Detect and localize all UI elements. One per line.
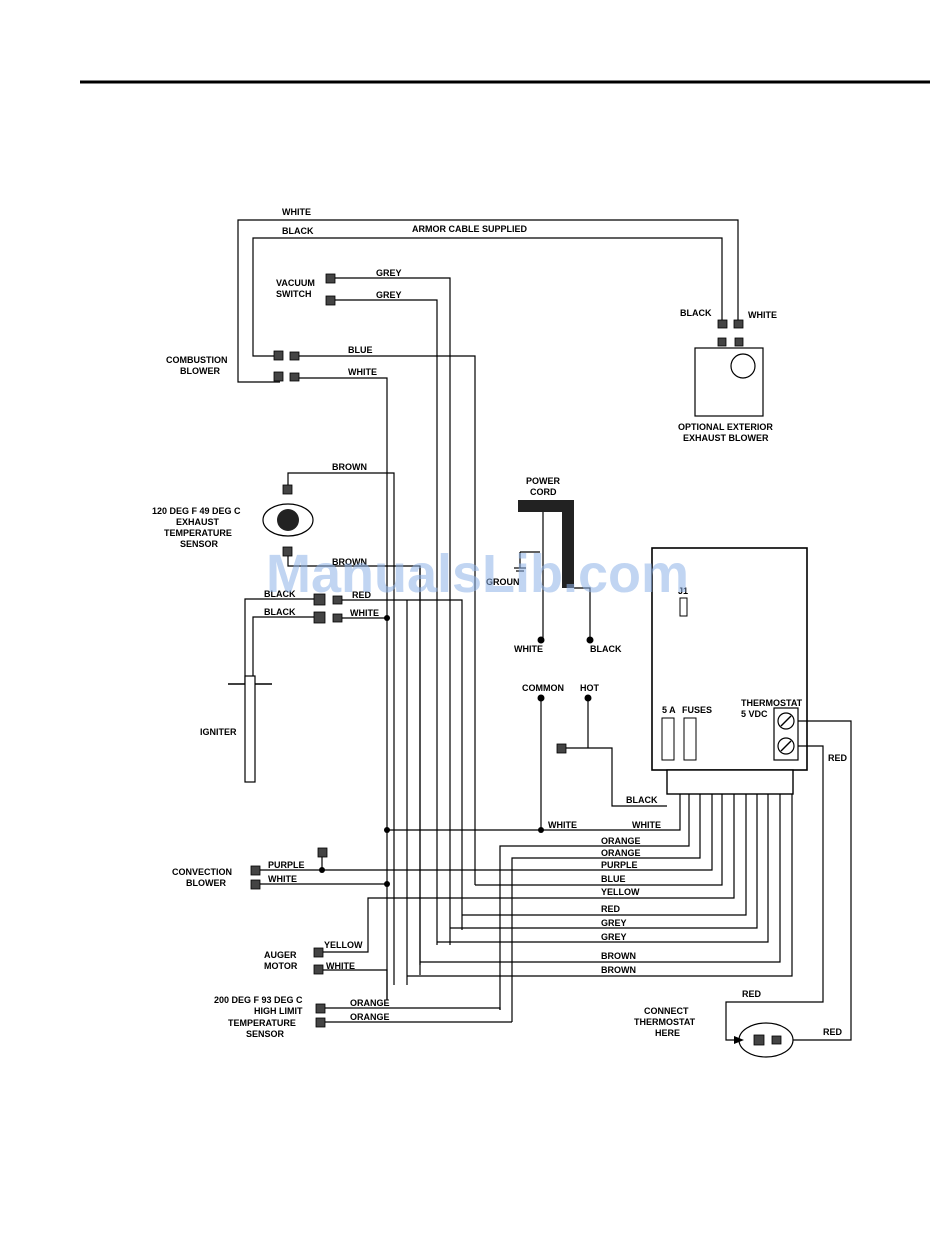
exhaust-sensor-label-4: SENSOR	[180, 539, 219, 549]
wire-label-white-opt: WHITE	[748, 310, 777, 320]
combustion-blower: BLUE WHITE COMBUSTION BLOWER	[166, 345, 476, 1000]
wire-label-purple: PURPLE	[268, 860, 305, 870]
bundle-label-4: YELLOW	[601, 887, 640, 897]
bundle-label-8: BROWN	[601, 951, 636, 961]
ground-label: GROUN	[486, 577, 520, 587]
connect-thermostat-label-3: HERE	[655, 1028, 680, 1038]
optional-blower-label-2: EXHAUST BLOWER	[683, 433, 769, 443]
wire-label-red-ign: RED	[352, 590, 372, 600]
optional-blower-label-1: OPTIONAL EXTERIOR	[678, 422, 773, 432]
wire-label-black-top: BLACK	[282, 226, 314, 236]
wire-label-red-t3: RED	[823, 1027, 843, 1037]
trunk-wires	[406, 566, 421, 985]
igniter-label: IGNITER	[200, 727, 237, 737]
watermark: ManualsLib.com	[266, 544, 689, 604]
wire-label-red-t1: RED	[828, 753, 848, 763]
common-hot: COMMON HOT BLACK	[522, 683, 667, 830]
wire-label-brown-2: BROWN	[332, 557, 367, 567]
harness-bundle: ORANGE ORANGE PURPLE BLUE YELLOW RED GRE…	[330, 794, 793, 1022]
wire-label-white-conv: WHITE	[268, 874, 297, 884]
thermostat-label-1: THERMOSTAT	[741, 698, 803, 708]
wire-label-white-top: WHITE	[282, 207, 311, 217]
wire-label-white-ign: WHITE	[350, 608, 379, 618]
high-limit-label-1: 200 DEG F 93 DEG C	[214, 995, 303, 1005]
j1-label: J1	[678, 586, 688, 596]
wire-label-grey-2: GREY	[376, 290, 402, 300]
combustion-blower-label-2: BLOWER	[180, 366, 220, 376]
optional-exhaust-blower: BLACK WHITE OPTIONAL EXTERIOR EXHAUST BL…	[678, 308, 777, 443]
wire-label-orange-1: ORANGE	[350, 998, 390, 1008]
combustion-blower-label-1: COMBUSTION	[166, 355, 228, 365]
auger-motor-label-2: MOTOR	[264, 961, 298, 971]
convection-blower-label-1: CONVECTION	[172, 867, 232, 877]
wire-label-yellow: YELLOW	[324, 940, 363, 950]
wire-label-white-auger: WHITE	[326, 961, 355, 971]
bundle-label-2: PURPLE	[601, 860, 638, 870]
power-cord-label-1: POWER	[526, 476, 561, 486]
high-limit-label-4: SENSOR	[246, 1029, 285, 1039]
hot-label: HOT	[580, 683, 600, 693]
exhaust-sensor-label-3: TEMPERATURE	[164, 528, 232, 538]
convection-blower-label-2: BLOWER	[186, 878, 226, 888]
wire-label-white-comb: WHITE	[348, 367, 377, 377]
exhaust-temperature-sensor: BROWN BROWN 120 DEG F 49 DEG C EXHAUST T…	[152, 462, 421, 985]
convection-blower: PURPLE WHITE CONVECTION BLOWER	[172, 847, 390, 890]
auger-motor: YELLOW WHITE AUGER MOTOR	[264, 940, 388, 1000]
wire-label-white-bus2: WHITE	[632, 820, 661, 830]
wire-label-white-cord: WHITE	[514, 644, 543, 654]
armor-cable-label: ARMOR CABLE SUPPLIED	[412, 224, 528, 234]
connect-thermostat-label-1: CONNECT	[644, 1006, 689, 1016]
wire-label-black-ign1: BLACK	[264, 589, 296, 599]
vacuum-switch: GREY GREY VACUUM SWITCH	[276, 268, 451, 945]
wire-label-grey-1: GREY	[376, 268, 402, 278]
vacuum-switch-label-2: SWITCH	[276, 289, 312, 299]
bundle-label-3: BLUE	[601, 874, 626, 884]
auger-motor-label-1: AUGER	[264, 950, 297, 960]
exhaust-sensor-label-2: EXHAUST	[176, 517, 220, 527]
bundle-label-5: RED	[601, 904, 621, 914]
control-board: J1 5 A FUSES THERMOSTAT 5 VDC	[651, 547, 808, 795]
high-limit-sensor: ORANGE ORANGE 200 DEG F 93 DEG C HIGH LI…	[214, 995, 512, 1039]
high-limit-label-2: HIGH LIMIT	[254, 1006, 303, 1016]
wire-label-black-ign2: BLACK	[264, 607, 296, 617]
bundle-label-0: ORANGE	[601, 836, 641, 846]
fuse-5a-label: 5 A	[662, 705, 676, 715]
wire-label-black-cord: BLACK	[590, 644, 622, 654]
wire-label-red-t2: RED	[742, 989, 762, 999]
igniter: BLACK BLACK RED WHITE IGNITER	[200, 589, 463, 930]
bundle-label-9: BROWN	[601, 965, 636, 975]
high-limit-label-3: TEMPERATURE	[228, 1018, 296, 1028]
armor-cable: WHITE BLACK ARMOR CABLE SUPPLIED	[237, 207, 739, 383]
bundle-label-7: GREY	[601, 932, 627, 942]
connect-thermostat-label-2: THERMOSTAT	[634, 1017, 696, 1027]
wire-label-blue: BLUE	[348, 345, 373, 355]
thermostat-label-2: 5 VDC	[741, 709, 768, 719]
wire-label-white-bus1: WHITE	[548, 820, 577, 830]
wire-label-black-board: BLACK	[626, 795, 658, 805]
power-cord-label-2: CORD	[530, 487, 557, 497]
bundle-label-6: GREY	[601, 918, 627, 928]
fuses-label: FUSES	[682, 705, 712, 715]
wire-label-orange-2: ORANGE	[350, 1012, 390, 1022]
exhaust-sensor-label-1: 120 DEG F 49 DEG C	[152, 506, 241, 516]
wire-label-brown-1: BROWN	[332, 462, 367, 472]
common-label: COMMON	[522, 683, 564, 693]
thermostat-connection: RED RED RED CONNECT THERMOSTAT HERE	[634, 720, 852, 1058]
bundle-label-1: ORANGE	[601, 848, 641, 858]
wire-label-black-opt: BLACK	[680, 308, 712, 318]
vacuum-switch-label-1: VACUUM	[276, 278, 315, 288]
white-bus: WHITE WHITE	[384, 794, 681, 833]
power-cord: POWER CORD GROUN WHITE BLACK	[486, 476, 622, 654]
